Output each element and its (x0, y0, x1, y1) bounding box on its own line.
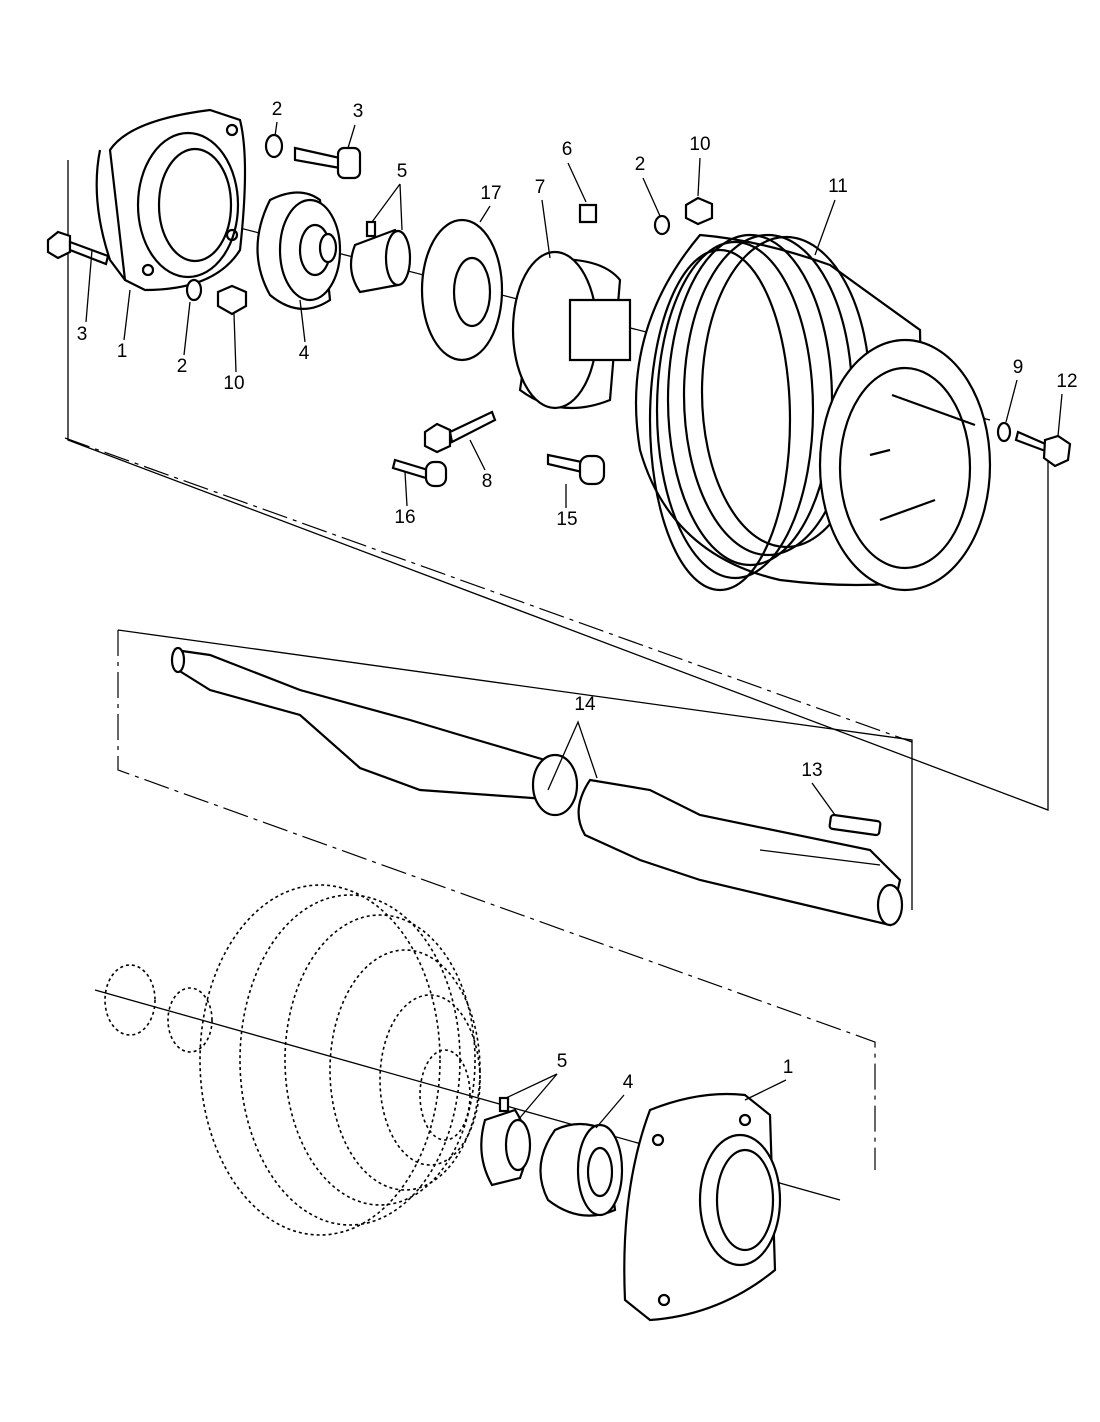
washer-2-left (185, 278, 203, 302)
nut-10-left (216, 284, 248, 316)
washer-9 (996, 421, 1012, 443)
cap-screw-15 (546, 453, 606, 486)
pulley-phantom-bottom (104, 884, 481, 1236)
flange-bearing-housing-top (95, 108, 247, 292)
bearing-4-top (256, 191, 342, 310)
shaft-14 (170, 646, 904, 927)
washer-2-right (653, 214, 671, 236)
bearing-4-bottom (539, 1122, 624, 1217)
key-13 (828, 813, 882, 837)
callout-number: 3 (352, 101, 364, 122)
callout-number: 1 (116, 341, 128, 362)
bolt-8 (423, 410, 497, 454)
locking-collar-5-bottom (480, 1096, 532, 1187)
callout-number: 2 (176, 356, 188, 377)
callout-number: 16 (394, 507, 416, 528)
callout-number: 2 (271, 99, 283, 120)
callout-number: 10 (689, 134, 711, 155)
callout-number: 2 (634, 154, 646, 175)
callout-number: 8 (481, 471, 493, 492)
callout-number: 9 (1012, 357, 1024, 378)
callout-number: 7 (534, 177, 546, 198)
callout-number: 3 (76, 324, 88, 345)
leader-lines (85, 121, 1063, 1129)
callout-number: 17 (480, 183, 502, 204)
callout-number: 13 (801, 760, 823, 781)
flange-bearing-housing-bottom (623, 1092, 782, 1322)
callout-number: 1 (782, 1057, 794, 1078)
cap-screw-16 (391, 458, 448, 488)
bolt-3-top (293, 146, 362, 180)
flange-plate-17 (420, 218, 504, 362)
bolt-12 (1014, 430, 1072, 468)
callout-number: 11 (828, 176, 848, 197)
pulley-11 (634, 233, 992, 592)
callout-number: 12 (1056, 371, 1078, 392)
callout-number: 5 (556, 1051, 568, 1072)
washer-2-top (264, 133, 284, 159)
callout-number: 4 (298, 343, 310, 364)
locking-collar-5-top (349, 220, 412, 294)
set-screw-6 (578, 203, 598, 224)
bolt-3-left (46, 230, 110, 266)
callout-number: 15 (556, 509, 578, 530)
nut-10-right (684, 196, 714, 226)
callout-number: 10 (223, 373, 245, 394)
taper-hub-7 (511, 203, 632, 410)
callout-number: 4 (622, 1072, 634, 1093)
callout-number: 5 (396, 161, 408, 182)
callout-number: 6 (561, 139, 573, 160)
callout-number: 14 (574, 694, 596, 715)
